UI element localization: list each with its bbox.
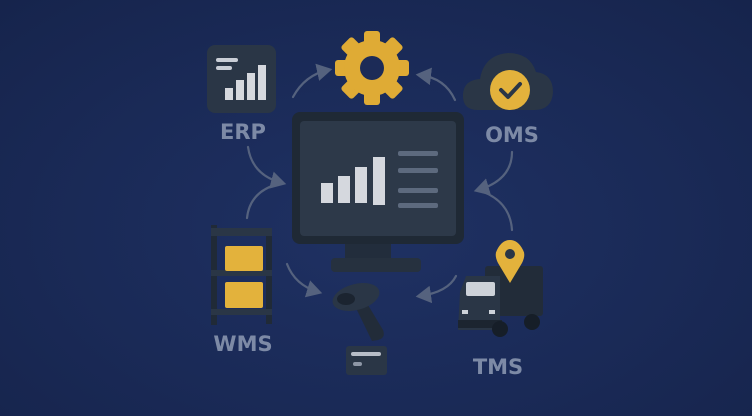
tms-label: TMS: [473, 355, 523, 379]
truck-icon: [458, 266, 543, 337]
oms-label: OMS: [485, 123, 539, 147]
card-icon: [346, 346, 387, 375]
warehouse-shelf-icon: [211, 225, 272, 325]
barcode-scanner-icon: [332, 282, 384, 341]
arrow-wms-monitor: [245, 181, 284, 220]
erp-label: ERP: [220, 120, 266, 144]
monitor-dashboard-icon: [292, 112, 464, 272]
arrow-erp-gear: [291, 63, 333, 99]
arrow-tms-monitor: [476, 188, 514, 232]
arrow-tms-scanner: [415, 274, 458, 304]
arrow-erp-monitor: [246, 145, 287, 189]
cloud-check-icon: [462, 53, 553, 110]
arrow-wms-scanner: [285, 262, 323, 298]
arrow-oms-gear: [415, 67, 457, 102]
flow-arrows: [245, 63, 514, 304]
location-pin-icon: [495, 240, 525, 283]
erp-chart-icon: [207, 45, 276, 113]
wms-label: WMS: [213, 332, 272, 356]
gear-icon: [335, 31, 409, 105]
arrow-oms-monitor: [473, 150, 514, 196]
